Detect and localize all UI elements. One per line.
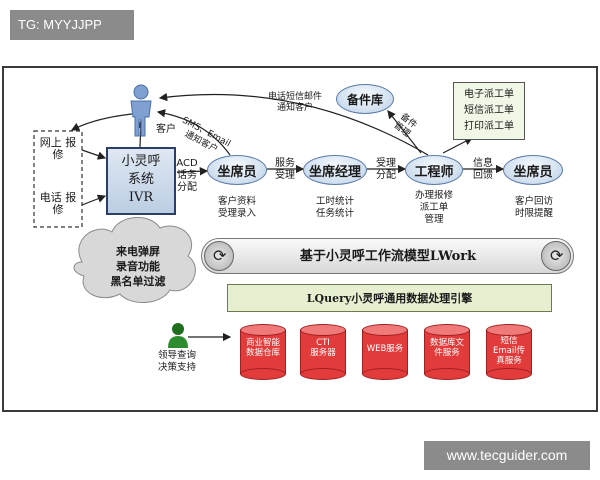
parts-store-label: 备件库 <box>346 92 383 107</box>
watermark-banner: www.tecguider.com <box>424 441 590 470</box>
right-roller-icon: ⟳ <box>541 241 571 271</box>
ivr-label: 小灵呼 系统 IVR <box>121 154 161 205</box>
leader-label: 领导查询 决策支持 <box>157 350 196 373</box>
agent-node: 坐席员 <box>207 155 267 185</box>
edge-info-feedback: 信息 回馈 <box>473 158 493 181</box>
engine-bar: LQuery小灵呼通用数据处理引擎 <box>227 284 552 312</box>
engineer-node-label: 工程师 <box>414 164 454 180</box>
manager-node-label: 坐席经理 <box>308 164 361 180</box>
engineer-sub-label: 办理报修 派工单 管理 <box>414 190 453 225</box>
db-messaging-service: 短信 Email传 真服务 <box>486 324 532 380</box>
phone-repair-label: 电话 报修 <box>39 191 77 216</box>
workflow-bar: ⟳ ⟳ 基于小灵呼工作流模型LWork <box>201 238 574 274</box>
engine-bar-label: LQuery小灵呼通用数据处理引擎 <box>306 292 473 305</box>
acd-label: ACD 话务 分配 <box>176 158 198 193</box>
engineer-node: 工程师 <box>405 155 463 185</box>
manager-sub-label: 工时统计 任务统计 <box>315 196 354 219</box>
workflow-bar-label: 基于小灵呼工作流模型LWork <box>299 249 477 264</box>
agent-sub-label: 客户资料 受理录入 <box>217 196 256 219</box>
left-roller-icon: ⟳ <box>204 241 234 271</box>
edge-service-accept: 服务 受理 <box>275 158 295 181</box>
tg-tag: TG: MYYJJPP <box>10 10 134 40</box>
followup-sub-label: 客户回访 时限提醒 <box>514 196 553 219</box>
manager-node: 坐席经理 <box>303 155 367 185</box>
db-file-label: 数据库文 件服务 <box>429 338 464 358</box>
followup-agent-node-label: 坐席员 <box>513 164 553 180</box>
edge-accept-assign: 受理 分配 <box>376 158 396 181</box>
parts-store-node: 备件库 <box>336 84 394 114</box>
agent-node-label: 坐席员 <box>217 164 257 180</box>
db-cti-server: CTI 服务器 <box>300 324 346 380</box>
leader-person-icon <box>168 323 188 348</box>
db-web-service: WEB服务 <box>362 324 408 380</box>
db-messaging-label: 短信 Email传 真服务 <box>492 336 526 366</box>
followup-agent-node: 坐席员 <box>503 155 563 185</box>
phone-sms-notify-label: 电话短信邮件 通知客户 <box>267 92 322 113</box>
dispatch-types-label: 电子派工单 短信派工单 打印派工单 <box>464 89 514 132</box>
db-file-service: 数据库文 件服务 <box>424 324 470 380</box>
db-bi-label: 商业智能 数据仓库 <box>245 338 280 358</box>
db-web-label: WEB服务 <box>366 344 404 354</box>
db-bi-warehouse: 商业智能 数据仓库 <box>240 324 286 380</box>
customer-label: 客户 <box>156 124 176 135</box>
ivr-system-box: 小灵呼 系统 IVR <box>106 147 176 215</box>
cloud-label: 来电弹屏 录音功能 黑名单过滤 <box>110 245 166 288</box>
db-cti-label: CTI 服务器 <box>310 338 336 358</box>
online-repair-label: 网上 报修 <box>39 136 77 161</box>
cloud-shape <box>73 216 196 304</box>
customer-person-icon <box>130 84 152 137</box>
dispatch-box: 电子派工单 短信派工单 打印派工单 <box>453 82 525 140</box>
